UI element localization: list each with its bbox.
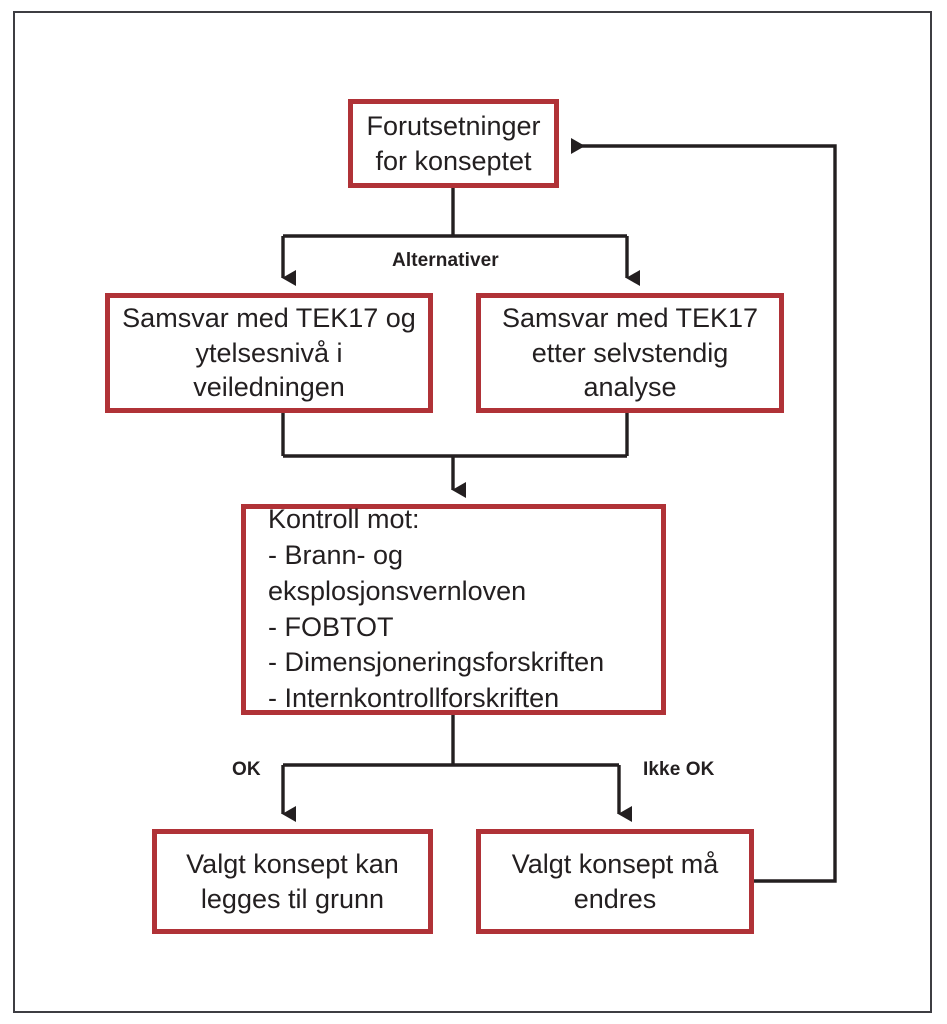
outcome-rejected-node: Valgt konsept må endres bbox=[476, 829, 754, 934]
outcome-rejected-node-label: Valgt konsept må endres bbox=[511, 848, 719, 914]
start-node: Forutsetninger for konseptet bbox=[348, 99, 559, 188]
alternative-right-node-label: Samsvar med TEK17 etter selvstendig anal… bbox=[501, 303, 759, 403]
edge-label-alternativer: Alternativer bbox=[392, 250, 499, 271]
outcome-accepted-node-label: Valgt konsept kan legges til grunn bbox=[186, 848, 399, 914]
start-node-label: Forutsetninger for konseptet bbox=[366, 110, 541, 176]
edge-label-ikke-ok: Ikke OK bbox=[643, 759, 715, 780]
control-check-node-label: Kontroll mot: - Brann- og eksplosjonsver… bbox=[268, 503, 605, 714]
alternative-left-node: Samsvar med TEK17 og ytelsesnivå i veile… bbox=[105, 293, 433, 413]
control-check-node: Kontroll mot: - Brann- og eksplosjonsver… bbox=[241, 504, 666, 715]
outcome-accepted-node: Valgt konsept kan legges til grunn bbox=[152, 829, 433, 934]
edge-label-ok: OK bbox=[232, 759, 261, 780]
alternative-right-node: Samsvar med TEK17 etter selvstendig anal… bbox=[476, 293, 784, 413]
alternative-left-node-label: Samsvar med TEK17 og ytelsesnivå i veile… bbox=[122, 303, 416, 403]
